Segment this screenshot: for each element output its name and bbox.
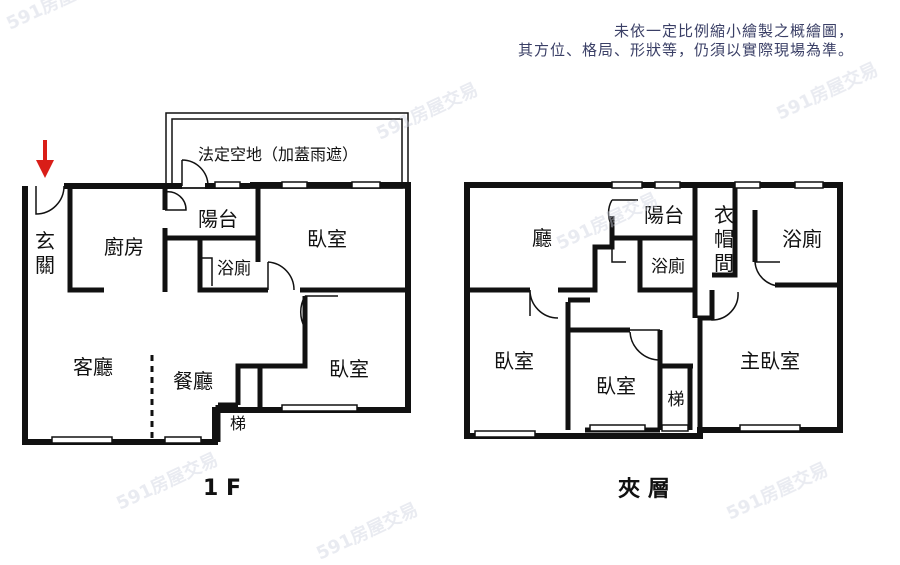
- floor-1f-labels: 法定空地（加蓋雨遮） 玄 關 廚房 陽台 臥室 浴廁 客廳 餐廳 臥室 梯 1 …: [35, 145, 369, 501]
- interior-walls-mezz: [467, 185, 840, 433]
- room-closet-mezz-3: 間: [714, 251, 734, 275]
- svg-text:591房屋交易: 591房屋交易: [313, 498, 422, 564]
- open-space-label: 法定空地（加蓋雨遮）: [198, 145, 358, 164]
- room-master-mezz: 主臥室: [740, 349, 800, 373]
- room-living: 客廳: [73, 355, 113, 379]
- room-bath-top-mezz: 浴廁: [782, 227, 822, 251]
- room-hall-mezz: 廳: [532, 226, 552, 250]
- room-closet-mezz: 衣: [714, 203, 734, 227]
- room-bedroom-a-1f: 臥室: [307, 227, 347, 251]
- doors-1f: [35, 159, 338, 329]
- room-bedroom-b-1f: 臥室: [329, 357, 369, 381]
- interior-walls-1f: [67, 186, 408, 442]
- room-stairs-1f: 梯: [230, 414, 246, 433]
- room-dining: 餐廳: [173, 369, 213, 393]
- room-balcony-mezz: 陽台: [644, 203, 684, 227]
- caption-1f: 1 F: [203, 476, 241, 501]
- room-stairs-mezz: 梯: [668, 390, 685, 410]
- room-bath-mezz: 浴廁: [651, 256, 685, 277]
- disclaimer-line-2: 其方位、格局、形狀等，仍須以實際現場為準。: [517, 41, 854, 59]
- windows-1f: [51, 181, 381, 444]
- entry-arrow: [36, 140, 54, 178]
- room-kitchen: 廚房: [104, 235, 144, 259]
- room-closet-mezz-2: 帽: [714, 227, 734, 251]
- svg-text:591房屋交易: 591房屋交易: [373, 78, 482, 144]
- room-entrance-1f-2: 關: [35, 253, 55, 277]
- svg-text:591房屋交易: 591房屋交易: [3, 0, 112, 35]
- svg-text:591房屋交易: 591房屋交易: [773, 58, 882, 124]
- disclaimer-note: 未依一定比例縮小繪製之概繪圖， 其方位、格局、形狀等，仍須以實際現場為準。: [518, 22, 854, 60]
- watermarks: 591房屋交易 591房屋交易 591房屋交易 591房屋交易 591房屋交易 …: [3, 0, 882, 565]
- room-bedroom-left-mezz: 臥室: [494, 349, 534, 373]
- floor-mezzanine-plan: [464, 181, 843, 439]
- caption-mezz: 夾 層: [618, 477, 670, 502]
- floor-1f-plan: [22, 112, 411, 445]
- windows-mezz: [474, 181, 824, 438]
- svg-text:591房屋交易: 591房屋交易: [723, 458, 832, 524]
- doors-mezz: [529, 199, 781, 361]
- room-bedroom-mid-mezz: 臥室: [596, 374, 636, 398]
- room-entrance-1f: 玄: [35, 229, 55, 253]
- disclaimer-line-1: 未依一定比例縮小繪製之概繪圖，: [613, 22, 854, 40]
- floor-mezz-labels: 廳 陽台 衣 帽 間 浴廁 浴廁 臥室 臥室 梯 主臥室 夾 層: [494, 203, 822, 502]
- room-balcony-1f: 陽台: [198, 207, 238, 231]
- room-bath-1f: 浴廁: [217, 258, 251, 279]
